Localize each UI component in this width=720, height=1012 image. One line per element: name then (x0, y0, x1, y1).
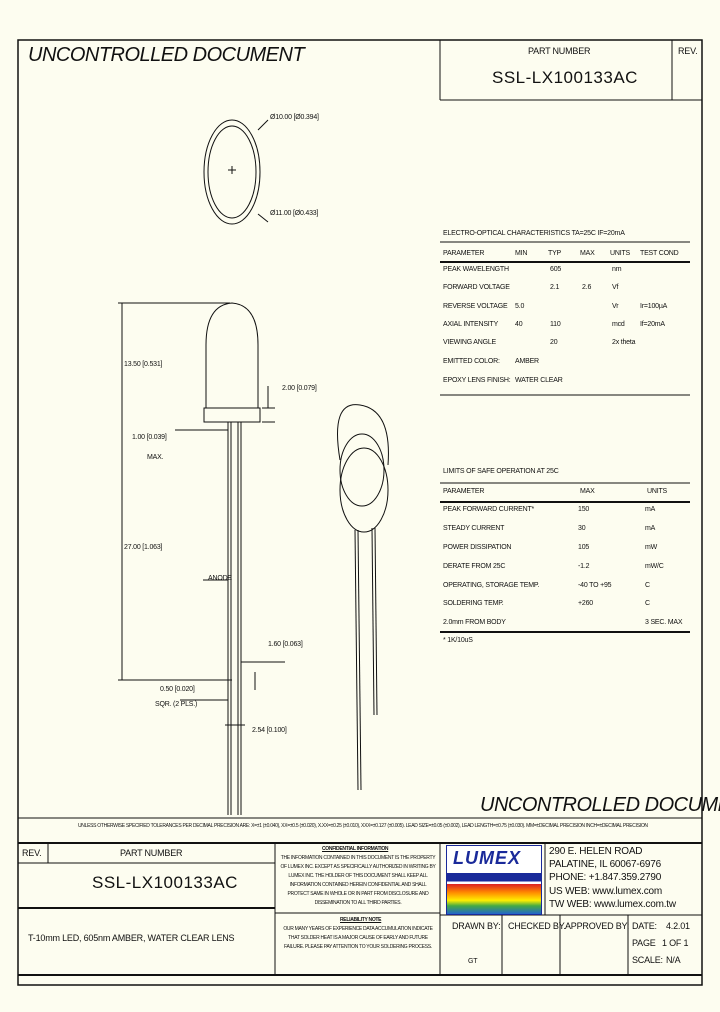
dim-lead-length: 27.00 [1.063] (124, 544, 163, 551)
eo-header: MAX (580, 250, 595, 257)
eo-cell: REVERSE VOLTAGE (443, 303, 508, 310)
footer-part-number: SSL-LX100133AC (92, 873, 238, 892)
safe-cell: -40 TO +95 (578, 582, 612, 589)
eo-cell: 605 (550, 266, 562, 273)
eo-header: MIN (515, 250, 528, 257)
safe-cell: OPERATING, STORAGE TEMP. (443, 582, 540, 589)
eo-cell: Ir=100µA (640, 303, 668, 310)
eo-cell: WATER CLEAR (515, 377, 563, 384)
safe-cell: +260 (578, 600, 593, 607)
tolerance-note: UNLESS OTHERWISE SPECIFIED TOLERANCES PE… (78, 823, 648, 829)
description: T-10mm LED, 605nm AMBER, WATER CLEAR LEN… (28, 933, 235, 943)
safe-cell: mA (645, 525, 656, 532)
dim-top-outer: Ø11.00 [Ø0.433] (270, 210, 319, 217)
reliability-text: OUR MANY YEARS OF EXPERIENCE DATA ACCUMU… (283, 926, 433, 950)
confidential-title: CONFIDENTIAL INFORMATION (322, 846, 389, 852)
date-label: DATE: (632, 921, 657, 931)
safe-cell: 105 (578, 544, 590, 551)
safe-header: MAX (580, 488, 595, 495)
address-line: 290 E. HELEN ROAD (549, 846, 643, 857)
scale: N/A (666, 955, 681, 965)
dim-standoff-note: MAX. (147, 454, 164, 461)
safe-cell: 3 SEC. MAX (645, 619, 683, 626)
phone: PHONE: +1.847.359.2790 (549, 872, 662, 883)
drawn-by: GT (468, 958, 478, 965)
eo-header: UNITS (610, 250, 631, 257)
eo-cell: EMITTED COLOR: (443, 358, 500, 365)
eo-header: TEST COND (640, 250, 679, 257)
dim-lead-size-note: SQR. (2 PLS.) (155, 701, 198, 708)
eo-cell: 110 (550, 321, 561, 328)
footer-rev-label: REV. (22, 848, 42, 858)
checked-by-label: CHECKED BY. (508, 921, 566, 931)
dim-lead-offset: 1.60 [0.063] (268, 641, 303, 648)
safe-cell: 150 (578, 506, 590, 513)
safe-cell: mW/C (645, 563, 664, 570)
safe-cell: -1.2 (578, 563, 590, 570)
rev-label: REV. (678, 46, 698, 56)
address-line: PALATINE, IL 60067-6976 (549, 859, 661, 870)
eo-cell: 2.1 (550, 284, 560, 291)
dim-height: 13.50 [0.531] (124, 361, 163, 368)
eo-cell: 5.0 (515, 303, 525, 310)
anode-label: ANODE (208, 575, 232, 582)
safe-cell: 30 (578, 525, 586, 532)
logo-text: LUMEX (453, 848, 521, 868)
safe-cell: SOLDERING TEMP. (443, 600, 504, 607)
safe-cell: STEADY CURRENT (443, 525, 505, 532)
eo-cell: nm (612, 266, 622, 273)
part-number: SSL-LX100133AC (492, 68, 638, 87)
us-web-link[interactable]: US WEB: www.lumex.com (549, 886, 663, 897)
eo-header: TYP (548, 250, 562, 257)
eo-cell: 40 (515, 321, 523, 328)
eo-cell: mcd (612, 321, 625, 328)
reliability-title: RELIABILITY NOTE (340, 917, 382, 923)
safe-header: PARAMETER (443, 488, 485, 495)
safe-title: LIMITS OF SAFE OPERATION AT 25C (443, 468, 559, 475)
eo-header: PARAMETER (443, 250, 485, 257)
dim-flange: 2.00 [0.079] (282, 385, 317, 392)
dim-top-inner: Ø10.00 [Ø0.394] (270, 114, 319, 121)
eo-cell: EPOXY LENS FINISH: (443, 377, 511, 384)
confidential-text: THE INFORMATION CONTAINED IN THIS DOCUME… (280, 855, 436, 906)
safe-cell: POWER DISSIPATION (443, 544, 512, 551)
eo-cell: FORWARD VOLTAGE (443, 284, 510, 291)
approved-by-label: APPROVED BY: (565, 921, 630, 931)
eo-cell: 20 (550, 339, 558, 346)
safe-cell: DERATE FROM 25C (443, 563, 506, 570)
lumex-logo: LUMEX (446, 845, 542, 915)
dim-pitch: 2.54 [0.100] (252, 727, 287, 734)
eo-cell: VIEWING ANGLE (443, 339, 497, 346)
safe-cell: C (645, 582, 650, 589)
safe-cell: mA (645, 506, 656, 513)
eo-title: ELECTRO-OPTICAL CHARACTERISTICS TA=25C I… (443, 230, 625, 237)
dim-lead-size: 0.50 [0.020] (160, 686, 195, 693)
safe-header: UNITS (647, 488, 668, 495)
page-label: PAGE (632, 938, 656, 948)
uncontrolled-document-footer: UNCONTROLLED DOCUMENT (480, 794, 720, 816)
page: 1 OF 1 (662, 938, 689, 948)
part-number-label: PART NUMBER (528, 46, 591, 56)
eo-cell: If=20mA (640, 321, 665, 328)
eo-cell: 2.6 (582, 284, 592, 291)
safe-cell: 2.0mm FROM BODY (443, 619, 506, 626)
eo-cell: AMBER (515, 358, 539, 365)
safe-footnote: * 1K/10uS (443, 637, 473, 644)
safe-cell: C (645, 600, 650, 607)
eo-cell: PEAK WAVELENGTH (443, 266, 509, 273)
uncontrolled-document-header: UNCONTROLLED DOCUMENT (28, 44, 305, 66)
eo-cell: Vr (612, 303, 619, 310)
eo-cell: AXIAL INTENSITY (443, 321, 499, 328)
drawn-by-label: DRAWN BY: (452, 921, 501, 931)
safe-cell: mW (645, 544, 658, 551)
eo-cell: Vf (612, 284, 619, 291)
footer-part-number-label: PART NUMBER (120, 848, 183, 858)
tw-web-link[interactable]: TW WEB: www.lumex.com.tw (549, 899, 676, 910)
date: 4.2.01 (666, 921, 690, 931)
safe-cell: PEAK FORWARD CURRENT* (443, 506, 535, 513)
eo-cell: 2x theta (612, 339, 636, 346)
dim-standoff: 1.00 [0.039] (132, 434, 167, 441)
scale-label: SCALE: (632, 955, 663, 965)
